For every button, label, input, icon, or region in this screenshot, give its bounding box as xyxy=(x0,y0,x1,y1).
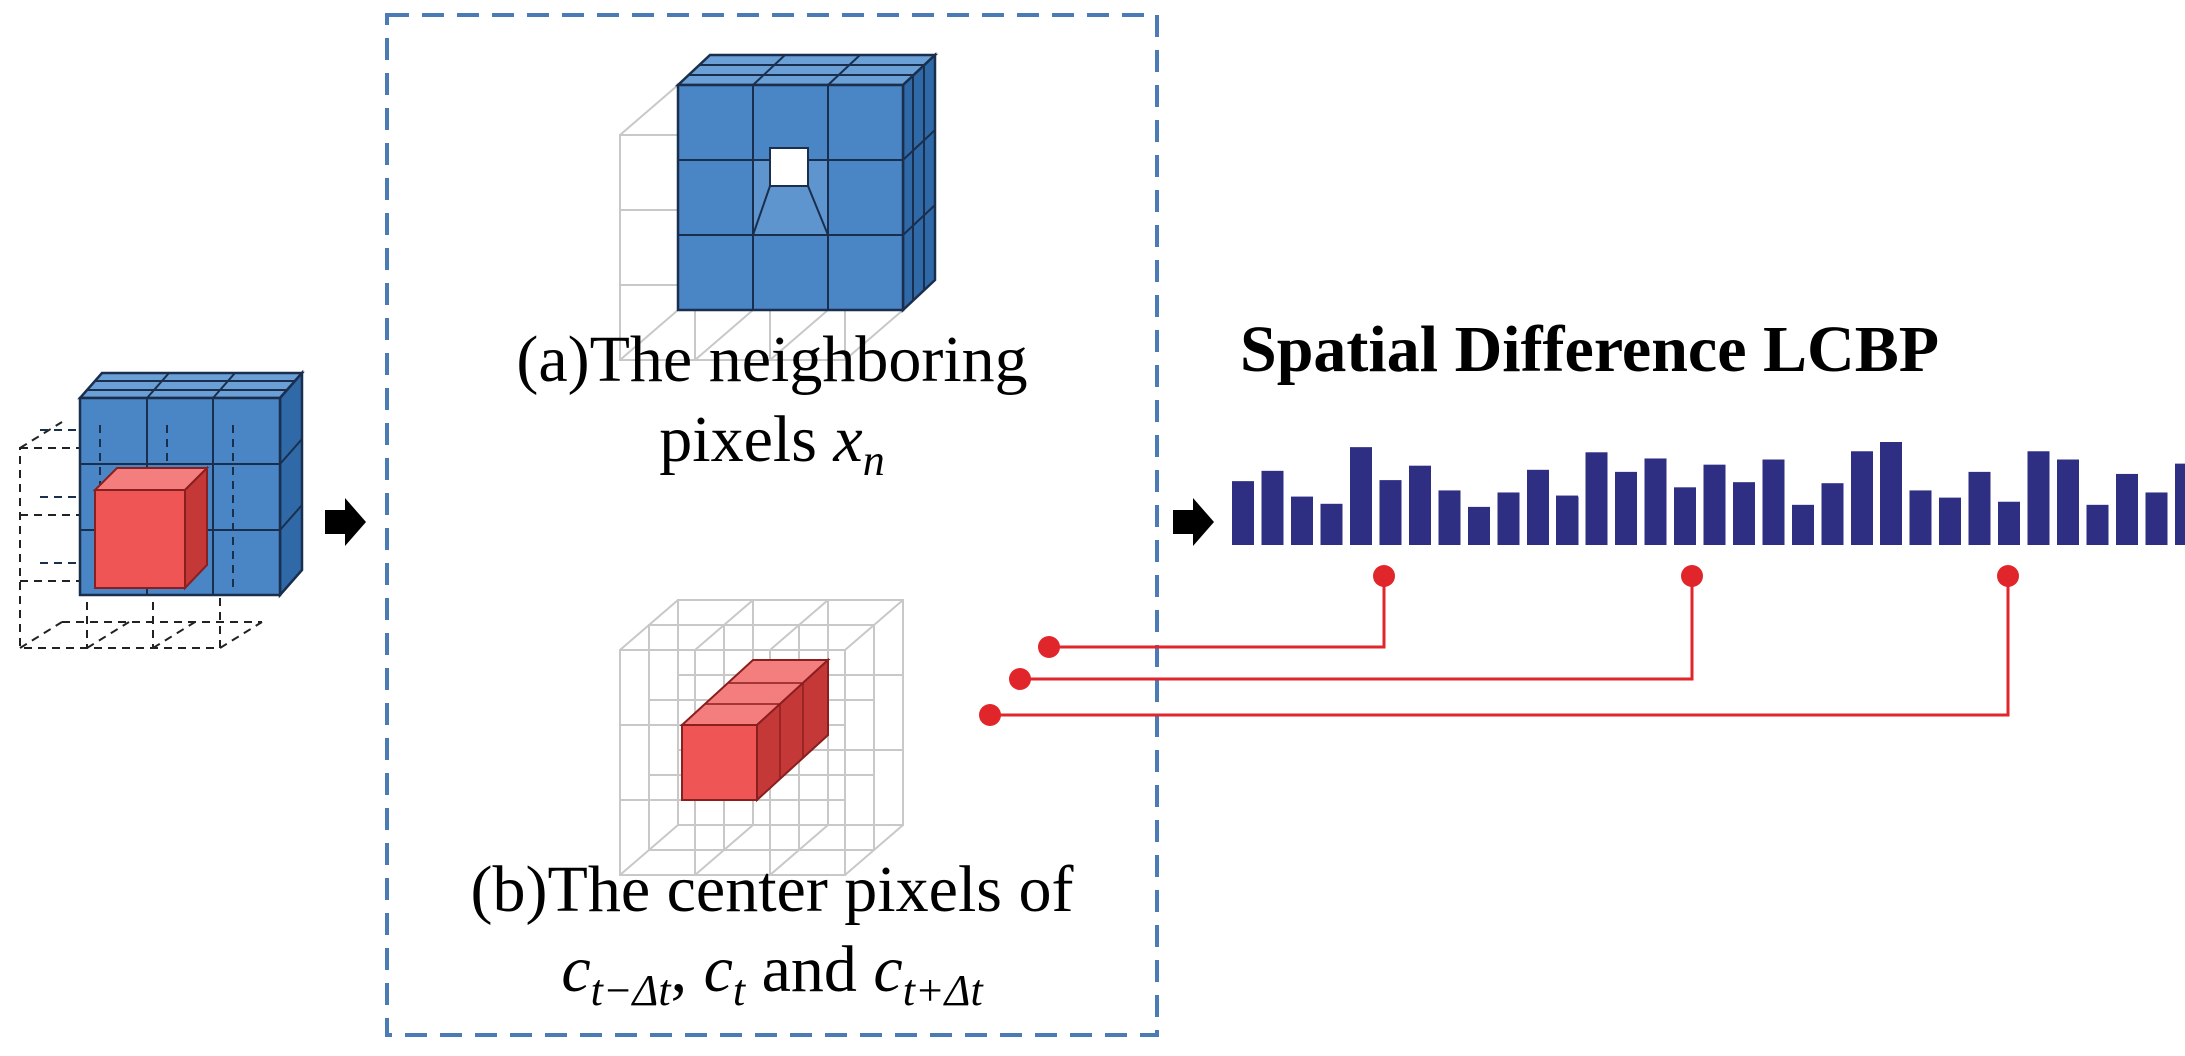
caption-a: (a)The neighboring pixels xn xyxy=(392,320,1152,501)
histogram-3-bar-4 xyxy=(1968,471,1991,545)
histogram-1-bar-6 xyxy=(1379,480,1402,545)
histogram-2-bar-1 xyxy=(1556,495,1578,545)
connectors xyxy=(990,580,2010,717)
histogram-2-bar-2 xyxy=(1585,452,1608,545)
caption-b-line1: (b)The center pixels of xyxy=(470,853,1074,926)
neighbor-hollow-window xyxy=(769,147,809,187)
input-cube-side-face xyxy=(278,369,304,599)
diagram-title: Spatial Difference LCBP xyxy=(1240,313,1940,386)
connector-dots xyxy=(979,565,2019,726)
arrow-to-histogram xyxy=(1173,498,1214,546)
histogram-1-bar-1 xyxy=(1232,481,1254,545)
histogram-2-bar-10 xyxy=(1821,483,1844,545)
caption-a-x: x xyxy=(833,403,863,476)
histogram-2-bar-7 xyxy=(1733,482,1755,545)
connector-dot-end-3 xyxy=(1997,565,2019,587)
histogram-2-bar-3 xyxy=(1615,471,1637,545)
connector-dot-start-3 xyxy=(979,704,1001,726)
histogram-1-bar-8 xyxy=(1438,490,1461,545)
lcbp-histograms xyxy=(1232,442,2185,545)
histogram-3-bar-2 xyxy=(1909,490,1932,545)
histogram-1-bar-2 xyxy=(1261,470,1284,545)
caption-a-pixels-word: pixels xyxy=(659,403,834,476)
input-center-block-front xyxy=(94,489,186,589)
histogram-2-bar-9 xyxy=(1792,504,1814,545)
histogram-3-bar-8 xyxy=(2086,504,2109,545)
histogram-1-bar-4 xyxy=(1320,503,1343,545)
connector-dot-end-2 xyxy=(1681,565,1703,587)
histogram-1-bar-5 xyxy=(1350,447,1372,545)
histogram-1-bar-9 xyxy=(1468,506,1490,545)
histogram-3 xyxy=(1880,442,2185,545)
histogram-1-bar-7 xyxy=(1409,465,1431,545)
histogram-3-bar-7 xyxy=(2057,459,2079,545)
sep1: , xyxy=(670,933,704,1006)
sep2: and xyxy=(745,933,874,1006)
histogram-3-bar-11 xyxy=(2175,463,2185,545)
histogram-2 xyxy=(1556,451,1873,545)
connector-dot-start-2 xyxy=(1009,668,1031,690)
connector-line-2 xyxy=(1020,580,1694,681)
dashed-group-box xyxy=(385,13,1159,1037)
histogram-3-bar-10 xyxy=(2145,492,2168,545)
neighbor-cube-top-face xyxy=(674,53,939,87)
histogram-3-bar-3 xyxy=(1939,497,1961,545)
connector-dot-end-1 xyxy=(1373,565,1395,587)
histogram-3-bar-9 xyxy=(2116,473,2138,545)
histogram-2-bar-8 xyxy=(1762,459,1785,545)
histogram-2-bar-11 xyxy=(1851,451,1873,545)
histogram-3-bar-6 xyxy=(2027,451,2050,545)
histogram-3-bar-1 xyxy=(1880,442,1902,545)
neighbor-cube xyxy=(619,52,939,361)
connector-line-3 xyxy=(990,580,2010,717)
histogram-1 xyxy=(1232,447,1579,545)
caption-a-line2: pixels xn xyxy=(392,400,1152,501)
c3-sub: t+Δt xyxy=(902,966,983,1016)
histogram-1-bar-10 xyxy=(1497,492,1520,545)
histogram-1-bar-11 xyxy=(1527,469,1549,545)
neighbor-cube-side-face xyxy=(901,52,937,313)
histogram-1-bar-3 xyxy=(1291,496,1313,545)
c3-base: c xyxy=(873,933,903,1006)
neighbor-cube-front-face xyxy=(676,83,905,312)
c2-sub: t xyxy=(732,966,746,1016)
connector-line-1 xyxy=(1049,580,1386,649)
histogram-3-bar-5 xyxy=(1998,501,2020,545)
caption-a-line1: (a)The neighboring xyxy=(516,323,1028,396)
histogram-2-bar-5 xyxy=(1674,487,1696,545)
histogram-2-bar-6 xyxy=(1703,464,1726,545)
input-cube-top-face xyxy=(77,371,305,400)
connector-dot-start-1 xyxy=(1038,636,1060,658)
caption-a-n: n xyxy=(862,436,885,486)
center-bar-front xyxy=(681,724,758,801)
c1-base: c xyxy=(561,933,591,1006)
histogram-2-bar-4 xyxy=(1644,458,1667,545)
c1-sub: t−Δt xyxy=(590,966,671,1016)
c2-base: c xyxy=(703,933,733,1006)
center-pixels-cube xyxy=(619,599,904,876)
arrow-to-neighbors xyxy=(325,498,366,546)
caption-b-line2: ct−Δt, ct and ct+Δt xyxy=(392,930,1152,1031)
input-cube xyxy=(19,369,305,649)
caption-b: (b)The center pixels of ct−Δt, ct and ct… xyxy=(392,850,1152,1031)
